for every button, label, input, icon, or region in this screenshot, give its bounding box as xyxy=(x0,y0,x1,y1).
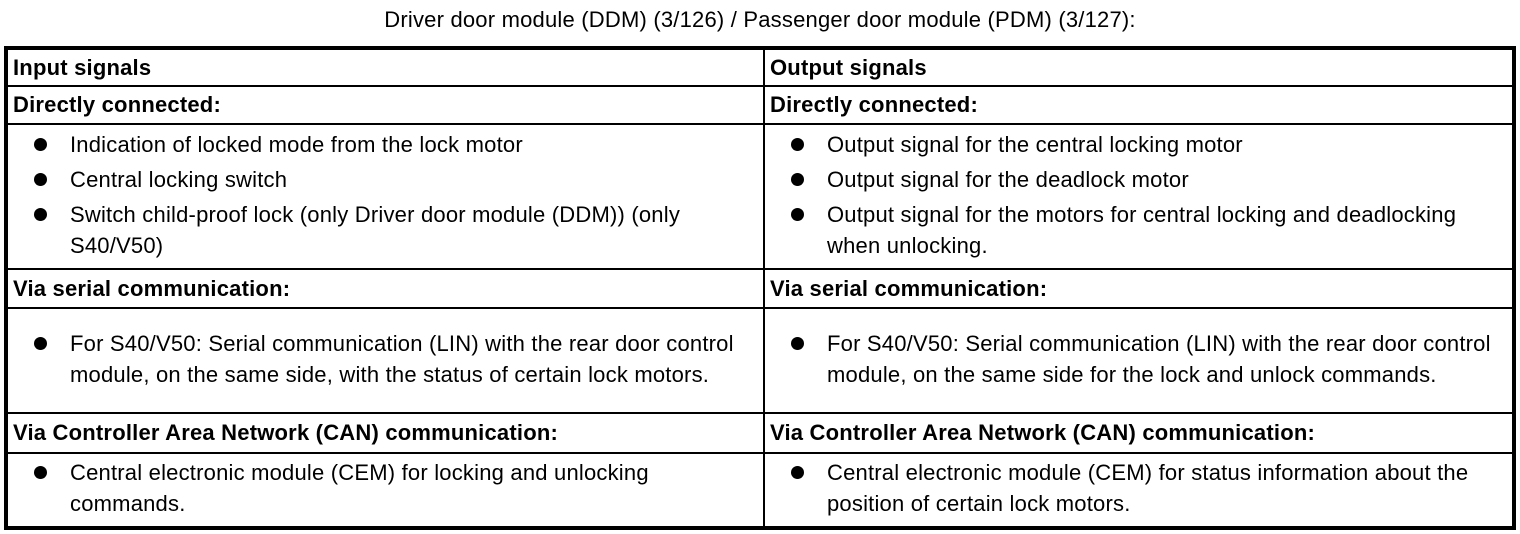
input-serial-communication-heading: Via serial communication: xyxy=(5,268,765,309)
bullet-list: Central electronic module (CEM) for lock… xyxy=(13,457,755,519)
list-item: For S40/V50: Serial communication (LIN) … xyxy=(791,328,1504,390)
list-row-serial-communication: For S40/V50: Serial communication (LIN) … xyxy=(5,307,1515,414)
signals-table: Input signals Output signals Directly co… xyxy=(4,46,1516,530)
output-serial-communication-list: For S40/V50: Serial communication (LIN) … xyxy=(763,307,1515,414)
input-can-communication-list: Central electronic module (CEM) for lock… xyxy=(5,452,765,529)
output-directly-connected-heading: Directly connected: xyxy=(763,85,1515,125)
list-item: Switch child-proof lock (only Driver doo… xyxy=(34,199,755,261)
input-serial-communication-list: For S40/V50: Serial communication (LIN) … xyxy=(5,307,765,414)
bullet-list: For S40/V50: Serial communication (LIN) … xyxy=(13,328,755,390)
list-row-can-communication: Central electronic module (CEM) for lock… xyxy=(5,452,1515,529)
bullet-list: Output signal for the central locking mo… xyxy=(770,129,1504,261)
bullet-list: For S40/V50: Serial communication (LIN) … xyxy=(770,328,1504,390)
section-row-directly-connected: Directly connected: Directly connected: xyxy=(5,85,1515,125)
section-row-can-communication: Via Controller Area Network (CAN) commun… xyxy=(5,412,1515,454)
input-can-communication-heading: Via Controller Area Network (CAN) commun… xyxy=(5,412,765,454)
list-item: Output signal for the motors for central… xyxy=(791,199,1504,261)
bullet-list: Indication of locked mode from the lock … xyxy=(13,129,755,261)
page-title: Driver door module (DDM) (3/126) / Passe… xyxy=(384,7,1136,32)
list-item: Central locking switch xyxy=(34,164,755,195)
output-serial-communication-heading: Via serial communication: xyxy=(763,268,1515,309)
list-item: Central electronic module (CEM) for stat… xyxy=(791,457,1504,519)
list-item: For S40/V50: Serial communication (LIN) … xyxy=(34,328,755,390)
section-row-serial-communication: Via serial communication: Via serial com… xyxy=(5,268,1515,309)
list-item: Output signal for the central locking mo… xyxy=(791,129,1504,160)
input-directly-connected-list: Indication of locked mode from the lock … xyxy=(5,123,765,270)
bullet-list: Central electronic module (CEM) for stat… xyxy=(770,457,1504,519)
output-can-communication-list: Central electronic module (CEM) for stat… xyxy=(763,452,1515,529)
list-item: Central electronic module (CEM) for lock… xyxy=(34,457,755,519)
output-directly-connected-list: Output signal for the central locking mo… xyxy=(763,123,1515,270)
list-item: Output signal for the deadlock motor xyxy=(791,164,1504,195)
output-can-communication-heading: Via Controller Area Network (CAN) commun… xyxy=(763,412,1515,454)
input-signals-header: Input signals xyxy=(5,47,765,87)
output-signals-header: Output signals xyxy=(763,47,1515,87)
table-header-row: Input signals Output signals xyxy=(5,47,1515,87)
list-row-directly-connected: Indication of locked mode from the lock … xyxy=(5,123,1515,270)
input-directly-connected-heading: Directly connected: xyxy=(5,85,765,125)
list-item: Indication of locked mode from the lock … xyxy=(34,129,755,160)
